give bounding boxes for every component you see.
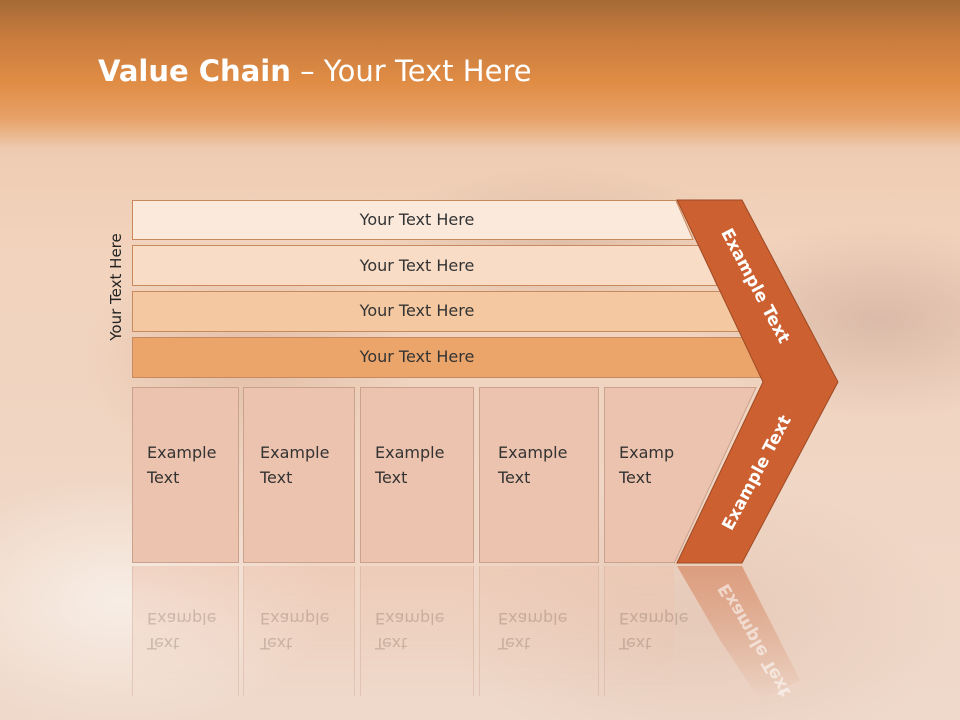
strip-3-label: Your Text Here: [359, 301, 475, 320]
strip-1-label: Your Text Here: [359, 210, 475, 229]
strip-2-label: Your Text Here: [359, 256, 475, 275]
title-band: [0, 0, 960, 150]
box-1-line2: Text: [147, 468, 180, 487]
box-3-line1: Example: [375, 443, 445, 462]
box-2-line1: Example: [260, 443, 330, 462]
slide-title: Value Chain – Your Text Here: [98, 54, 532, 88]
box-4-line2: Text: [498, 468, 531, 487]
title-bold: Value Chain: [98, 54, 291, 88]
activity-box-5-tail: [674, 387, 757, 564]
box-1-line1: Example: [147, 443, 217, 462]
strip-1: Your Text Here: [132, 200, 694, 240]
strip-2: Your Text Here: [132, 245, 718, 286]
box-2-line2: Text: [260, 468, 293, 487]
box-4-line1: Example: [498, 443, 568, 462]
strip-4: Your Text Here: [132, 337, 764, 378]
box-5-line2: Text: [619, 468, 652, 487]
box-5-line1: Example: [619, 443, 689, 462]
title-rest: – Your Text Here: [290, 54, 532, 88]
strip-4-label: Your Text Here: [359, 347, 475, 366]
box-3-line2: Text: [375, 468, 408, 487]
